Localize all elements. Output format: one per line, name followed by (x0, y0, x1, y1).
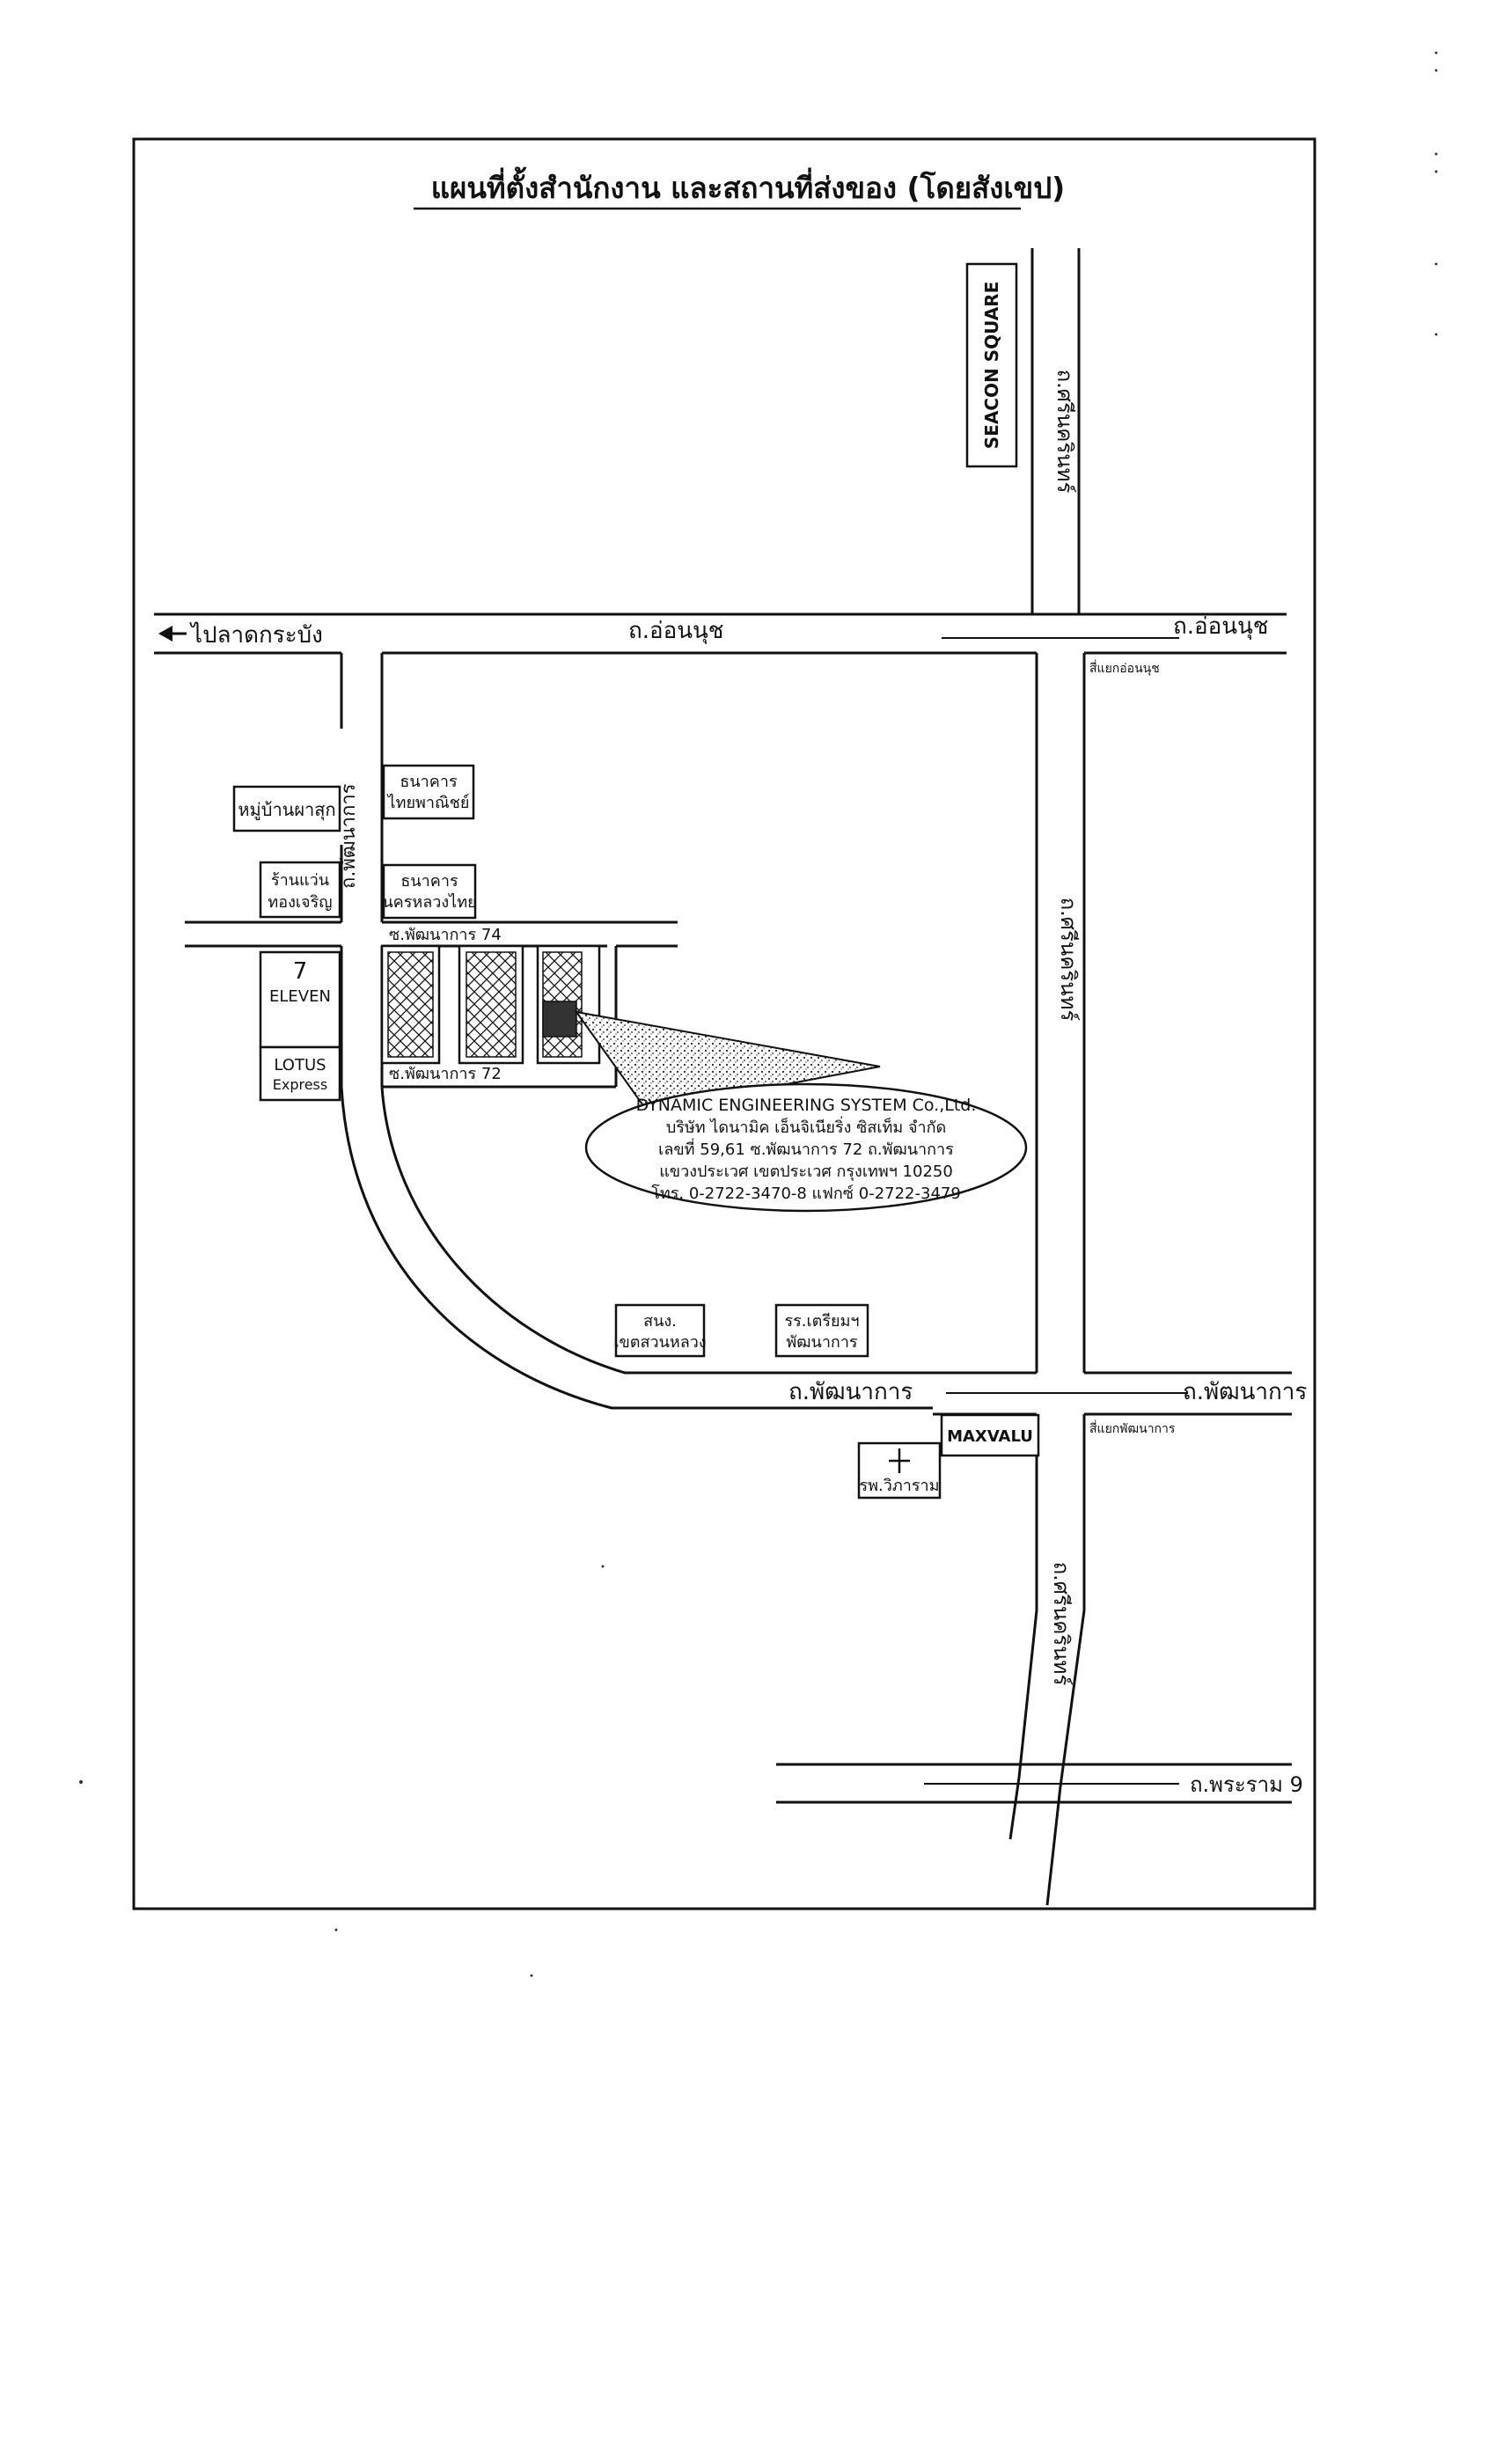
maxvalu: MAXVALU (940, 1413, 1040, 1457)
svg-text:ทองเจริญ: ทองเจริญ (268, 893, 332, 912)
label-rama9: ถ.พระราม 9 (1190, 1772, 1303, 1797)
svg-text:สนง.: สนง. (643, 1312, 677, 1331)
label-intersection-phatthanakan: สี่แยกพัฒนาการ (1089, 1420, 1176, 1436)
svg-text:7: 7 (293, 958, 308, 985)
svg-text:ไทยพาณิชย์: ไทยพาณิชย์ (386, 793, 470, 812)
lotus-express: LOTUS Express (259, 1045, 341, 1102)
company-address-2: แขวงประเวศ เขตประเวศ กรุงเทพฯ 10250 (659, 1162, 953, 1181)
shop-glasses: ร้านแว่น ทองเจริญ (259, 861, 341, 919)
label-srinakarin-mid: ถ.ศรีนครินทร์ (1056, 898, 1081, 1022)
label-soi-74: ซ.พัฒนาการ 74 (389, 926, 502, 944)
label-phatthanakan-bottom: ถ.พัฒนาการ (788, 1379, 913, 1405)
on-nut-road (154, 612, 1287, 655)
label-intersection-on-nut: สี่แยกอ่อนนุช (1089, 660, 1160, 676)
seven-eleven: 7 ELEVEN (259, 950, 341, 1049)
svg-text:MAXVALU: MAXVALU (947, 1427, 1033, 1446)
bank-siam-commercial: ธนาคาร ไทยพาณิชย์ (382, 764, 475, 820)
svg-text:รพ.วิภาราม: รพ.วิภาราม (860, 1477, 940, 1495)
svg-text:หมู่บ้านผาสุก: หมู่บ้านผาสุก (238, 799, 335, 821)
bank-siam-city: ธนาคาร นครหลวงไทย (382, 863, 477, 920)
svg-text:รร.เตรียมฯ: รร.เตรียมฯ (784, 1312, 859, 1331)
svg-text:ธนาคาร: ธนาคาร (400, 773, 458, 791)
srinakarin-road (1008, 248, 1086, 1906)
svg-text:LOTUS: LOTUS (274, 1056, 326, 1074)
svg-text:ELEVEN: ELEVEN (269, 987, 331, 1006)
building-blocks (380, 944, 601, 1065)
rama9-road (776, 1763, 1292, 1804)
triam-udom-phatthanakan-school: รร.เตรียมฯ พัฒนาการ (774, 1303, 869, 1358)
seacon-square: SEACON SQUARE (965, 262, 1018, 468)
company-name-th: บริษัท ไดนามิค เอ็นจิเนียริ่ง ซิสเท็ม จำ… (666, 1116, 946, 1137)
label-srinakarin-bottom: ถ.ศรีนครินทร์ (1049, 1562, 1074, 1686)
label-on-nut-right: ถ.อ่อนนุช (1173, 613, 1268, 640)
label-srinakarin-top: ถ.ศรีนครินทร์ (1052, 370, 1077, 494)
label-to-lat-krabang: ไปลาดกระบัง (189, 621, 323, 649)
label-on-nut-left: ถ.อ่อนนุช (628, 618, 723, 644)
company-address-1: เลขที่ 59,61 ซ.พัฒนาการ 72 ถ.พัฒนาการ (658, 1138, 954, 1159)
svg-text:ร้านแว่น: ร้านแว่น (271, 871, 329, 890)
hospital-cross-icon (889, 1448, 910, 1473)
suan-luang-district-office: สนง. เขตสวนหลวง (613, 1303, 707, 1358)
svg-text:ธนาคาร: ธนาคาร (400, 872, 458, 891)
company-building-marker (542, 1001, 577, 1038)
label-phatthanakan-right: ถ.พัฒนาการ (1183, 1379, 1307, 1405)
to-lat-krabang-arrow (158, 626, 187, 642)
svg-text:พัฒนาการ: พัฒนาการ (786, 1333, 858, 1352)
scan-artifacts (79, 51, 1438, 1977)
svg-text:เขตสวนหลวง: เขตสวนหลวง (613, 1333, 706, 1352)
svg-text:Express: Express (273, 1076, 327, 1093)
company-name-en: DYNAMIC ENGINEERING SYSTEM Co.,Ltd. (636, 1096, 977, 1115)
company-callout: DYNAMIC ENGINEERING SYSTEM Co.,Ltd. บริษ… (584, 1082, 1028, 1213)
label-soi-72: ซ.พัฒนาการ 72 (389, 1065, 502, 1083)
svg-text:นครหลวงไทย: นครหลวงไทย (382, 892, 476, 912)
map-frame (132, 137, 1316, 1910)
label-phatthanakan-vertical: ถ.พัฒนาการ (338, 783, 360, 889)
map-title: แผนที่ตั้งสำนักงาน และสถานที่ส่งของ (โดย… (431, 166, 1065, 205)
village-pasuk: หมู่บ้านผาสุก (232, 785, 341, 832)
vibharam-hospital: รพ.วิภาราม (857, 1441, 942, 1500)
svg-text:SEACON SQUARE: SEACON SQUARE (981, 282, 1002, 450)
company-contact: โทร. 0-2722-3470-8 แฟกซ์ 0-2722-3479 (651, 1184, 961, 1203)
